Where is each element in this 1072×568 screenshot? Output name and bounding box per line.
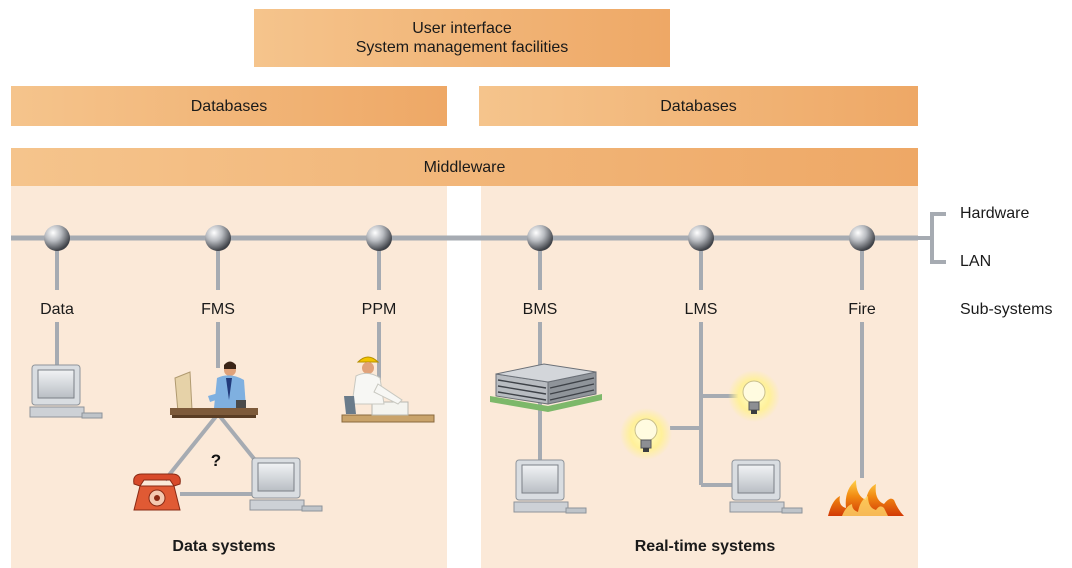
node-ball-data xyxy=(44,225,70,251)
databases-right-label: Databases xyxy=(660,97,737,115)
user-interface-band: User interface System management facilit… xyxy=(254,9,670,67)
engineer-icon xyxy=(341,356,435,423)
computer-icon-data xyxy=(29,364,103,419)
data-systems-title: Data systems xyxy=(172,538,276,555)
computer-icon-lms xyxy=(729,459,803,514)
office-worker-icon xyxy=(170,361,258,418)
computer-icon-fms xyxy=(249,457,323,512)
middleware-band: Middleware xyxy=(11,148,918,186)
databases-right-band: Databases xyxy=(479,86,918,126)
node-label-fms: FMS xyxy=(201,301,235,318)
databases-left-band: Databases xyxy=(11,86,447,126)
legend-bracket xyxy=(918,212,946,264)
node-label-lms: LMS xyxy=(684,301,718,318)
legend-lan: LAN xyxy=(960,253,992,270)
node-ball-lms xyxy=(688,225,714,251)
node-label-bms: BMS xyxy=(522,301,558,318)
system-management-label: System management facilities xyxy=(355,39,569,56)
realtime-systems-title: Real-time systems xyxy=(634,538,776,555)
node-ball-ppm xyxy=(366,225,392,251)
question-mark: ? xyxy=(211,451,221,470)
fire-icon xyxy=(828,480,904,516)
middleware-label: Middleware xyxy=(423,158,506,176)
legend-hardware: Hardware xyxy=(960,205,1030,222)
node-ball-fire xyxy=(849,225,875,251)
node-ball-bms xyxy=(527,225,553,251)
node-label-ppm: PPM xyxy=(361,301,397,318)
telephone-icon xyxy=(133,473,181,511)
legend-subsystems: Sub-systems xyxy=(960,301,1053,318)
light-bulb-icon-upper xyxy=(728,370,780,422)
building-icon xyxy=(490,363,602,412)
user-interface-label: User interface xyxy=(412,20,512,37)
node-label-fire: Fire xyxy=(848,301,876,318)
computer-icon-bms xyxy=(513,459,587,514)
node-ball-fms xyxy=(205,225,231,251)
databases-left-label: Databases xyxy=(190,97,268,115)
light-bulb-icon-lower xyxy=(620,408,672,460)
node-label-data: Data xyxy=(40,301,74,318)
